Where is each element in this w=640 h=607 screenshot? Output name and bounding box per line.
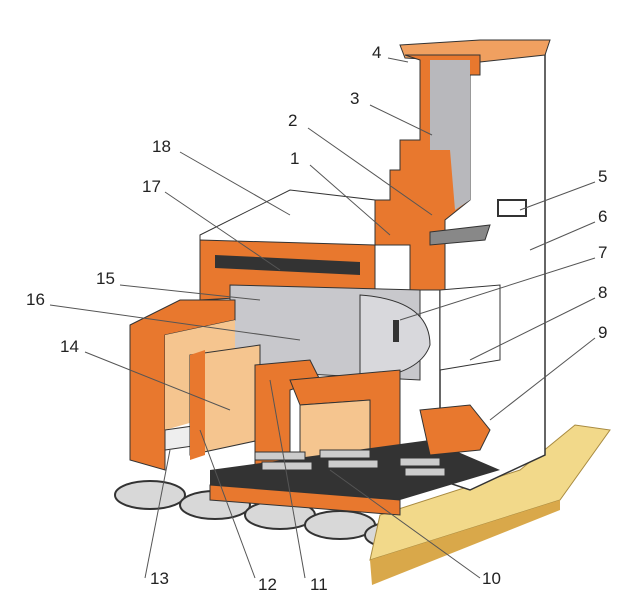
label-1: 1 [290, 149, 299, 168]
grate-bars [254, 449, 446, 477]
label-12: 12 [258, 575, 277, 594]
label-4: 4 [372, 43, 381, 62]
label-18: 18 [152, 137, 171, 156]
label-6: 6 [598, 207, 607, 226]
label-2: 2 [288, 111, 297, 130]
damper-plate [497, 199, 527, 217]
label-10: 10 [482, 569, 501, 588]
leader-lines [49, 57, 596, 579]
label-8: 8 [598, 283, 607, 302]
label-11: 11 [310, 575, 328, 594]
label-16: 16 [26, 290, 45, 309]
label-3: 3 [350, 89, 359, 108]
label-5: 5 [598, 167, 607, 186]
label-9: 9 [598, 323, 607, 342]
label-7: 7 [598, 243, 607, 262]
label-14: 14 [60, 337, 79, 356]
ash-floor [210, 440, 500, 500]
label-13: 13 [150, 569, 169, 588]
label-17: 17 [142, 177, 161, 196]
label-15: 15 [96, 269, 115, 288]
